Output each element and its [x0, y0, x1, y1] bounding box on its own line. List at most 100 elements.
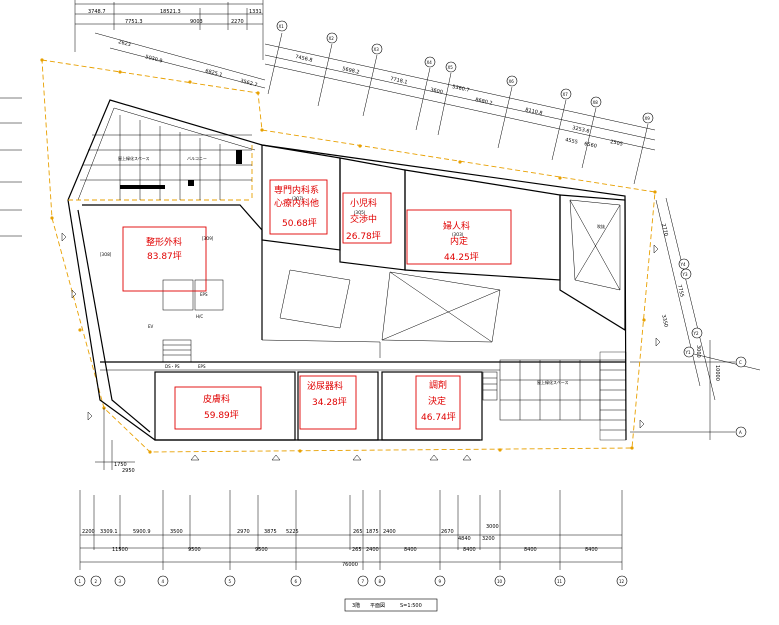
dim-top-8: 5030.9 — [144, 54, 162, 64]
terrace-grid — [80, 115, 252, 200]
dim-top-7: 2623 — [117, 39, 131, 48]
dim-bottom-3: 5900.9 — [133, 529, 151, 535]
terrace-balcony-label: バルコニー — [187, 156, 207, 161]
dim-bottom-20: 8400 — [404, 547, 417, 553]
top-dimension-lines: 3748.7 18521.3 1331 7751.3 9003 2270 262… — [74, 0, 266, 88]
dim-bottom-21: 8400 — [463, 547, 476, 553]
dim-bottom-22: 8400 — [524, 547, 537, 553]
left-section-marks — [0, 97, 22, 237]
dim-skew-8: 3253.6 — [572, 125, 590, 135]
ds-ps-label: DS・PS — [165, 364, 180, 369]
dim-bottom-7: 5225 — [286, 529, 299, 535]
grid-bubble-x5: X5 — [448, 65, 454, 70]
title-floor: 3階 — [352, 602, 360, 609]
room-tag-internal-medicine: (3O7) — [292, 196, 304, 201]
room-name2-pediatrics: 交渉中 — [350, 213, 377, 225]
dim-top-5: 9003 — [190, 19, 203, 25]
dim-right-3: 3350 — [660, 314, 669, 328]
dim-bottom-4: 3500 — [170, 529, 183, 535]
dim-left-small-1: 1750 — [114, 462, 127, 468]
dim-skew-3: 7718.1 — [390, 76, 408, 86]
dim-top-3: 1331 — [249, 9, 262, 15]
dim-bottom-10: 2400 — [383, 529, 396, 535]
room-area-pediatrics: 26.78坪 — [346, 231, 381, 242]
grid-bubbles-bottom: 1 2 3 4 5 6 7 8 9 10 11 12 — [74, 575, 628, 587]
dim-skew-7: 8110.8 — [525, 107, 543, 117]
room-pediatrics: 小児科 交渉中 26.78坪 (3O5) — [342, 192, 392, 244]
room-internal-medicine: 専門内科系 心療内科他 50.68坪 (3O7) — [269, 179, 328, 235]
grid-bubble-8: 8 — [379, 579, 382, 584]
ev-label: EV — [148, 324, 154, 329]
room-name-pediatrics: 小児科 — [350, 197, 377, 209]
dim-bottom-16: 9500 — [188, 547, 201, 553]
grid-bubble-9: 9 — [439, 579, 442, 584]
room-orthopedics: 整形外科 83.87坪 [3O9] [3O8] — [100, 226, 214, 292]
room-tag-pediatrics: (3O5) — [354, 210, 366, 215]
room-name-orthopedics: 整形外科 — [146, 236, 182, 248]
grid-bubble-y1: Y1 — [685, 350, 691, 355]
grid-bubble-1: 1 — [79, 579, 82, 584]
dim-bottom-23: 8400 — [585, 547, 598, 553]
dim-bottom-5: 2970 — [237, 529, 250, 535]
dim-bottom-9: 1875 — [366, 529, 379, 535]
grid-bubble-6: 6 — [295, 579, 298, 584]
room-name-internal-medicine: 専門内科系 — [274, 184, 319, 196]
room-area-dermatology: 59.89坪 — [204, 410, 239, 421]
dim-top-9: 6825.1 — [204, 68, 222, 78]
grid-bubble-y3: Y3 — [682, 272, 688, 277]
dim-bottom-8: 265 — [353, 529, 363, 535]
dim-bottom-18: 265 — [352, 547, 362, 553]
dim-bottom-1: 2200 — [82, 529, 95, 535]
dim-right-4: 3000 — [695, 345, 701, 358]
dim-bottom-6: 3875 — [264, 529, 277, 535]
dim-bottom-11: 2670 — [441, 529, 454, 535]
room-name-urology: 泌尿器科 — [307, 380, 343, 392]
grid-bubble-x7: X7 — [563, 92, 569, 97]
dim-bottom-total: 76000 — [342, 562, 358, 568]
grid-bubbles-top: X1 X2 X3 X4 X5 X6 X7 X8 X9 — [276, 20, 654, 124]
dim-skew-11: 2505 — [610, 139, 624, 148]
grid-bubble-c: C — [739, 360, 742, 365]
eps-label-2: EPS — [198, 364, 206, 369]
title-block: 3階 平面図 S=1:500 — [344, 598, 438, 612]
grid-bubble-2: 2 — [95, 579, 98, 584]
grid-bubble-x3: X3 — [374, 47, 380, 52]
dim-skew-5: 5360.7 — [452, 84, 470, 94]
grid-bubble-5: 5 — [229, 579, 232, 584]
room-name2-internal-medicine: 心療内科他 — [274, 197, 319, 209]
dim-bottom-2: 3309.1 — [100, 529, 118, 535]
green-roof-label: 屋上緑化スペース — [537, 379, 569, 385]
grid-bubble-11: 11 — [557, 579, 563, 584]
dim-right-5: 10000 — [714, 365, 720, 381]
dim-bottom-13: 3200 — [482, 536, 495, 542]
dim-skew-9: 4555 — [565, 137, 579, 146]
room-name-pharmacy: 調剤 — [429, 379, 447, 391]
hc-label: H/C — [196, 314, 203, 319]
room-area-gynecology: 44.25坪 — [444, 252, 479, 263]
property-line-dots — [40, 58, 657, 454]
dim-skew-6: 8680.2 — [475, 97, 493, 107]
room-tag-308: [3O8] — [100, 252, 112, 257]
grid-bubble-4: 4 — [162, 579, 165, 584]
light-well-label: 吹抜 — [597, 223, 605, 229]
skewed-dimension-lines: 7456.8 5698.2 7718.1 3600 5360.7 8680.2 … — [264, 32, 656, 185]
room-name-gynecology: 婦人科 — [443, 220, 470, 232]
title-scale: S=1:500 — [400, 603, 422, 609]
room-pharmacy: 調剤 決定 46.74坪 — [415, 375, 461, 430]
dim-top-2: 18521.3 — [160, 9, 181, 15]
grid-bubble-7: 7 — [362, 579, 365, 584]
left-small-dimension: 1750 2950 — [95, 408, 135, 474]
dim-bottom-12: 4840 — [458, 536, 471, 542]
dim-right-1: 2770 — [660, 223, 669, 237]
grid-bubble-x6: X6 — [509, 79, 515, 84]
room-tag-orthopedics: [3O9] — [202, 236, 214, 241]
grid-bubble-y4: Y4 — [680, 262, 686, 267]
dim-right-2: 7755 — [676, 284, 685, 298]
building-outline: 屋上緑化スペース バルコニー 吹抜 EPS H/C EV DS・PS EPS — [40, 58, 657, 454]
room-area-pharmacy: 46.74坪 — [421, 412, 456, 423]
grid-bubble-12: 12 — [619, 579, 625, 584]
dim-bottom-15: 11500 — [112, 547, 128, 553]
room-gynecology: 婦人科 内定 44.25坪 (3O3) — [406, 209, 512, 265]
dim-bottom-19: 2400 — [366, 547, 379, 553]
